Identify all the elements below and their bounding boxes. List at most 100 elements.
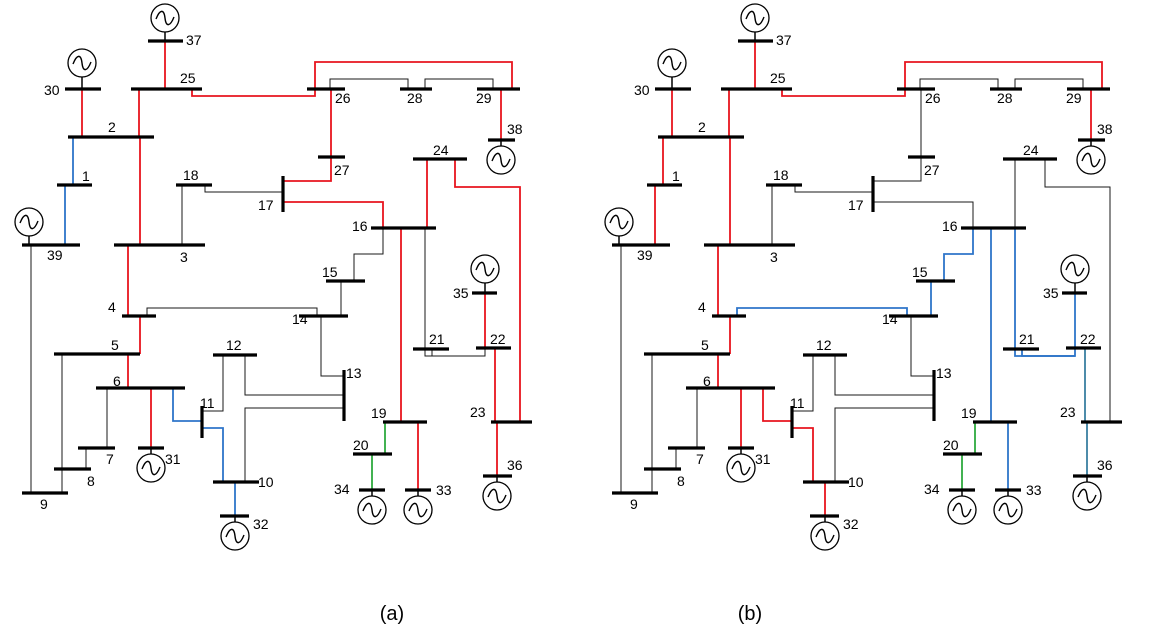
generator-37-icon [150, 3, 180, 41]
line-6-11 [762, 388, 792, 422]
line-27-17 [873, 157, 922, 182]
bus-26-label: 26 [925, 90, 941, 106]
bus-37-label: 37 [776, 32, 792, 48]
bus-35-label: 35 [453, 285, 469, 301]
bus-24-label: 24 [433, 142, 449, 158]
bus-38-label: 38 [1097, 121, 1113, 137]
bus-23-label: 23 [1060, 404, 1076, 420]
bus-11-label: 11 [200, 395, 215, 411]
bus-39-label: 39 [47, 247, 63, 263]
bus-15-label: 15 [322, 264, 338, 280]
line-6-11 [172, 388, 202, 422]
line-11-10 [792, 427, 814, 482]
generator-33-icon [993, 490, 1023, 525]
bus-12-label: 12 [816, 337, 832, 353]
bus-5-label: 5 [701, 337, 709, 353]
generator-39-icon [604, 207, 634, 245]
bus-33-label: 33 [436, 482, 452, 498]
line-21-22 [1021, 349, 1075, 357]
bus-7-label: 7 [696, 451, 704, 467]
line-26-29 [904, 61, 1103, 89]
generator-37-icon [740, 3, 770, 41]
bus-6-label: 6 [113, 373, 121, 389]
bus-17-label: 17 [848, 197, 864, 213]
bus-13-label: 13 [346, 365, 362, 381]
bus-7-label: 7 [106, 451, 114, 467]
bus-16-label: 16 [352, 218, 368, 234]
bus-21-label: 21 [1019, 331, 1035, 347]
line-26-28 [329, 78, 409, 89]
bus-9-label: 9 [40, 496, 48, 512]
bus-9-label: 9 [630, 496, 638, 512]
caption-a: (a) [380, 603, 404, 625]
line-17-16 [873, 201, 974, 228]
bus-10-label: 10 [258, 474, 274, 490]
generator-32-icon [220, 516, 250, 551]
bus-1-label: 1 [82, 168, 90, 184]
line-28-29 [1014, 78, 1084, 89]
bus-3-label: 3 [770, 249, 778, 265]
bus-34-label: 34 [924, 481, 940, 497]
bus-30-label: 30 [44, 82, 60, 98]
bus-8-label: 8 [87, 473, 95, 489]
line-26-28 [919, 78, 999, 89]
bus-4-label: 4 [698, 299, 706, 315]
line-11-12 [792, 355, 814, 412]
bus-18-label: 18 [183, 167, 199, 183]
bus-34-label: 34 [334, 481, 350, 497]
line-4-14 [146, 307, 318, 316]
line-12-13 [834, 355, 934, 396]
bus-14-label: 14 [882, 311, 898, 327]
bus-20-label: 20 [353, 437, 369, 453]
bus-15-label: 15 [912, 264, 928, 280]
bus-10-label: 10 [848, 474, 864, 490]
bus-36-label: 36 [507, 457, 523, 473]
bus-4-label: 4 [108, 299, 116, 315]
generator-30-icon [657, 48, 687, 89]
bus-22-label: 22 [1080, 331, 1096, 347]
line-10-13 [834, 407, 934, 482]
bus-17-label: 17 [258, 197, 274, 213]
generator-34-icon [357, 490, 387, 525]
line-17-16 [283, 201, 384, 228]
bus-29-label: 29 [476, 90, 492, 106]
bus-22-label: 22 [490, 331, 506, 347]
bus-24-label: 24 [1023, 142, 1039, 158]
bus-19-label: 19 [371, 405, 387, 421]
bus-27-label: 27 [334, 162, 350, 178]
bus-19-label: 19 [961, 405, 977, 421]
line-28-29 [424, 78, 494, 89]
generator-30-icon [67, 48, 97, 89]
bus-8-label: 8 [677, 473, 685, 489]
bus-31-label: 31 [165, 451, 181, 467]
generator-35-icon [1060, 254, 1090, 293]
bus-29-label: 29 [1066, 90, 1082, 106]
line-26-29 [314, 61, 513, 89]
line-11-12 [202, 355, 224, 412]
bus-36-label: 36 [1097, 457, 1113, 473]
bus-13-label: 13 [936, 365, 952, 381]
bus-3-label: 3 [180, 249, 188, 265]
bus-18-label: 18 [773, 167, 789, 183]
bus-32-label: 32 [253, 516, 269, 532]
line-4-14 [736, 307, 908, 316]
bus-2-label: 2 [108, 119, 116, 135]
line-14-13 [910, 316, 934, 377]
line-21-22 [431, 349, 485, 357]
generator-38-icon [486, 140, 516, 175]
bus-6-label: 6 [703, 373, 711, 389]
line-14-13 [320, 316, 344, 377]
line-25-26 [191, 89, 316, 97]
bus-28-label: 28 [407, 90, 423, 106]
generator-39-icon [14, 207, 44, 245]
generator-33-icon [403, 490, 433, 525]
bus-38-label: 38 [507, 121, 523, 137]
line-11-10 [202, 427, 224, 482]
bus-27-label: 27 [924, 162, 940, 178]
bus-16-label: 16 [942, 218, 958, 234]
generator-36-icon [482, 476, 512, 511]
bus-30-label: 30 [634, 82, 650, 98]
line-24-23 [454, 159, 521, 422]
